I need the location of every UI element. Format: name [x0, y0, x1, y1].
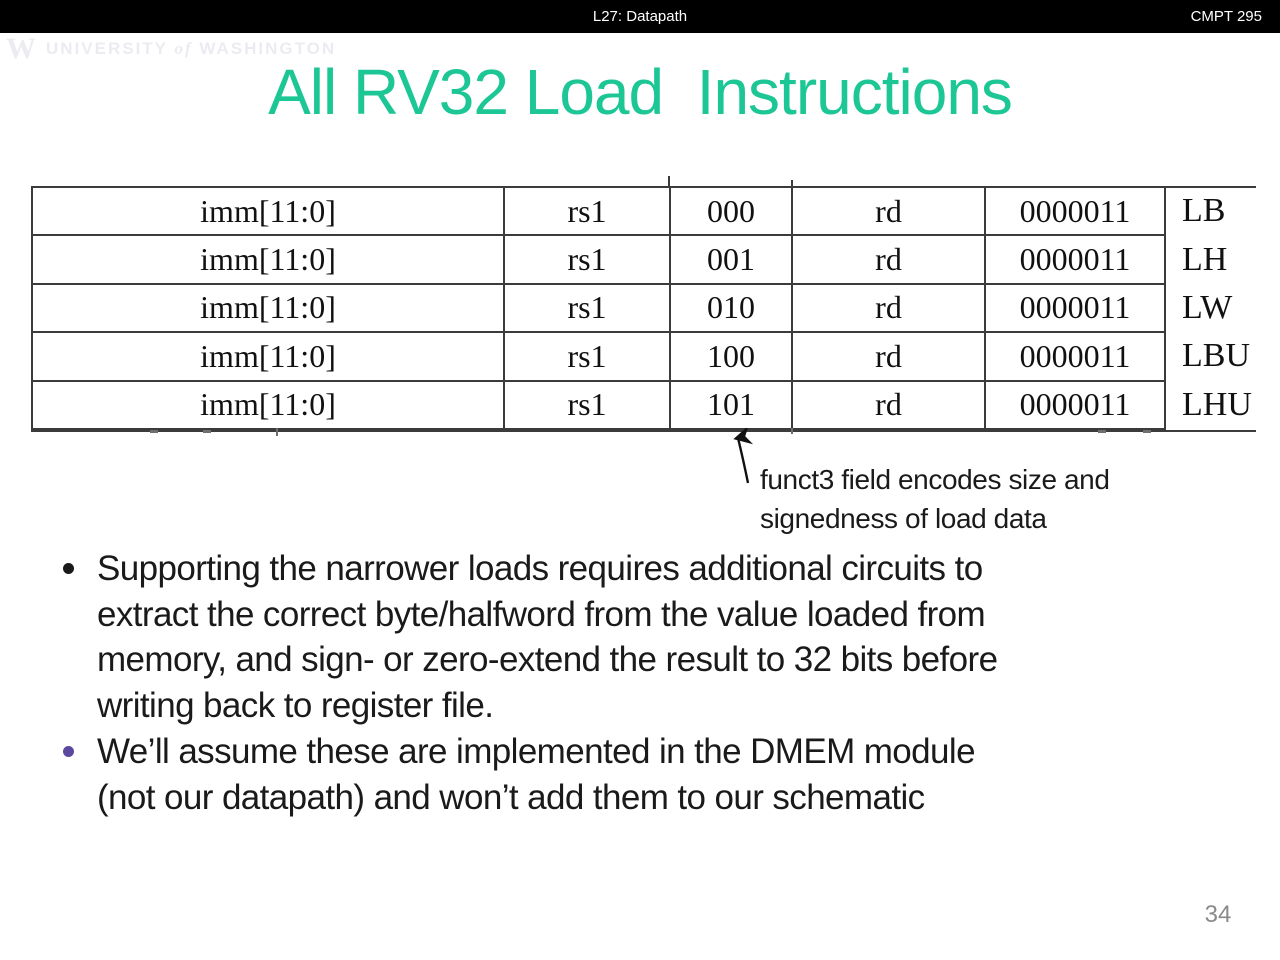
bullet-line: extract the correct byte/halfword from t… — [97, 594, 986, 634]
uw-logo-icon: W — [6, 32, 36, 65]
bullet-line: memory, and sign- or zero-extend the res… — [97, 640, 998, 679]
instruction-name: LBU — [1166, 333, 1256, 380]
funct3-cell: 001 — [671, 236, 793, 285]
bullet-dot — [63, 746, 74, 757]
rs1-cell: rs1 — [505, 236, 671, 285]
funct3-cell: 101 — [671, 381, 793, 430]
bullet-line: writing back to register file. — [97, 685, 494, 725]
uw-watermark: W UNIVERSITY of WASHINGTON — [6, 34, 336, 64]
bullet-line: Supporting the narrower loads requires a… — [97, 549, 983, 588]
watermark-washington: WASHINGTON — [199, 39, 337, 58]
rs1-cell: rs1 — [505, 381, 671, 430]
opcode-cell: 0000011 — [986, 236, 1166, 285]
watermark-university: UNIVERSITY — [46, 39, 168, 58]
opcode-cell: 0000011 — [986, 381, 1166, 430]
header-bar: L27: Datapath CMPT 295 — [0, 0, 1280, 33]
rd-cell: rd — [793, 381, 986, 430]
bullet-line: We’ll assume these are implemented in th… — [97, 732, 976, 771]
crop-mark — [1143, 430, 1151, 433]
funct3-cell: 100 — [671, 333, 793, 382]
instruction-name: LH — [1166, 236, 1256, 283]
crop-mark — [150, 430, 158, 433]
annotation-line2: signedness of load data — [760, 503, 1047, 534]
bullet-dot — [63, 563, 74, 574]
funct3-cell: 010 — [671, 284, 793, 334]
uw-watermark-text: UNIVERSITY of WASHINGTON — [46, 39, 336, 59]
rs1-cell: rs1 — [505, 188, 671, 237]
opcode-cell: 0000011 — [986, 333, 1166, 382]
rd-cell: rd — [793, 284, 986, 334]
annotation-arrow-icon — [733, 428, 754, 484]
crop-mark — [276, 428, 278, 436]
rd-cell: rd — [793, 236, 986, 285]
bullet-list: Supporting the narrower loads requires a… — [63, 546, 1213, 821]
imm-cell: imm[11:0] — [33, 284, 505, 334]
imm-cell: imm[11:0] — [33, 333, 505, 382]
page-number: 34 — [1204, 901, 1232, 928]
rs1-cell: rs1 — [505, 284, 671, 334]
opcode-cell: 0000011 — [986, 188, 1166, 237]
crop-mark — [1098, 430, 1106, 433]
instruction-name: LB — [1166, 188, 1256, 235]
bullet-text: We’ll assume these are implemented in th… — [97, 729, 976, 820]
annotation-line1: funct3 field encodes size and — [760, 464, 1110, 495]
instruction-name: LW — [1166, 284, 1256, 332]
lecture-title: L27: Datapath — [592, 8, 688, 25]
instruction-name: LHU — [1166, 381, 1256, 428]
funct3-cell: 000 — [671, 188, 793, 237]
rs1-cell: rs1 — [505, 333, 671, 382]
funct3-annotation: funct3 field encodes size and signedness… — [760, 460, 1110, 538]
bullet-line: (not our datapath) and won’t add them to… — [97, 777, 925, 817]
opcode-cell: 0000011 — [986, 284, 1166, 334]
course-code: CMPT 295 — [1190, 8, 1262, 25]
imm-cell: imm[11:0] — [33, 381, 505, 430]
crop-tick — [668, 176, 670, 188]
crop-mark — [791, 428, 793, 434]
imm-cell: imm[11:0] — [33, 188, 505, 237]
bullet-item: Supporting the narrower loads requires a… — [63, 546, 1213, 728]
watermark-of: of — [174, 39, 193, 58]
crop-mark — [203, 430, 211, 433]
rd-cell: rd — [793, 188, 986, 237]
crop-tick — [791, 180, 793, 188]
imm-cell: imm[11:0] — [33, 236, 505, 285]
page-title: All RV32 Load Instructions — [268, 56, 1013, 128]
rd-cell: rd — [793, 333, 986, 382]
bullet-text: Supporting the narrower loads requires a… — [97, 546, 998, 728]
bullet-item: We’ll assume these are implemented in th… — [63, 729, 1213, 820]
instruction-table: imm[11:0] rs1 000 rd 0000011 LB imm[11:0… — [31, 186, 1256, 432]
